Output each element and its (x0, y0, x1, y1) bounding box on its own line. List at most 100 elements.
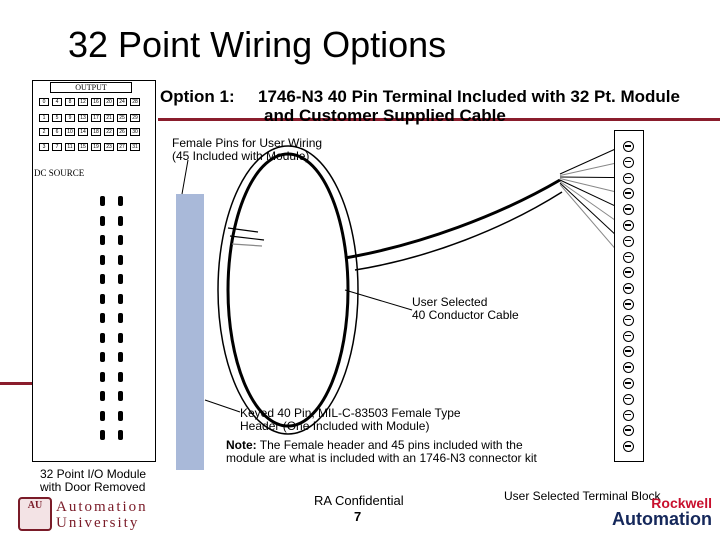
title-divider (158, 118, 720, 121)
fan-wire (559, 181, 623, 226)
cable-loop (226, 152, 350, 428)
cable-run-outer (354, 191, 563, 271)
terminal-screw-icon (623, 220, 634, 231)
terminal-screw-icon (623, 172, 634, 184)
terminal-screw-icon (623, 330, 634, 342)
terminal-screw-icon (623, 362, 634, 374)
led-indicator: 25 (117, 114, 127, 122)
led-indicator: 7 (52, 143, 62, 151)
terminal-screw-icon (623, 378, 634, 389)
keyed-line1: Keyed 40 Pin, MIL-C-83503 Female Type (240, 406, 461, 420)
led-indicator: 0 (39, 98, 49, 106)
option-title: 1746-N3 40 Pin Terminal Included with 32… (258, 87, 680, 106)
led-indicator: 19 (91, 143, 101, 151)
header-pin (100, 371, 105, 382)
female-pins-label: Female Pins for User Wiring (45 Included… (172, 137, 322, 163)
led-indicator: 28 (130, 98, 140, 106)
led-indicator: 26 (117, 128, 127, 136)
terminal-screw-icon (623, 141, 634, 152)
dc-source-label: DC SOURCE (34, 168, 85, 178)
fan-wire (559, 145, 623, 175)
header-pin (118, 410, 123, 421)
option-subtitle: and Customer Supplied Cable (264, 106, 506, 125)
led-indicator: 11 (65, 143, 75, 151)
header-pin (118, 196, 123, 206)
header-pin (118, 391, 123, 401)
led-indicator: 27 (117, 143, 127, 151)
screw-slot (625, 255, 631, 258)
screw-slot (625, 176, 631, 179)
screw-slot (625, 271, 631, 273)
rockwell-logo-line2: Automation (612, 509, 712, 529)
header-pin (118, 215, 123, 226)
header-pin (100, 215, 105, 226)
header-pin (100, 293, 105, 304)
confidential-label: RA Confidential (314, 493, 404, 508)
screw-slot (625, 224, 631, 226)
led-indicator: 5 (52, 114, 62, 122)
au-seal-text: AU (27, 500, 43, 511)
header-pin (100, 430, 105, 440)
university-seal-icon: AU (18, 497, 52, 531)
terminal-screw-icon (623, 156, 634, 168)
led-indicator: 21 (104, 114, 114, 122)
header-pin (118, 332, 123, 343)
note-bold: Note: (226, 438, 257, 452)
led-indicator: 8 (65, 98, 75, 106)
screw-slot (625, 429, 631, 431)
led-indicator: 3 (39, 143, 49, 151)
module-line1: 32 Point I/O Module (40, 467, 147, 481)
led-indicator: 15 (78, 143, 88, 151)
fan-wire (559, 182, 623, 242)
header-pin (118, 430, 123, 440)
header-pin (118, 254, 123, 265)
fan-wire (559, 161, 623, 176)
female-pins-line1: Female Pins for User Wiring (172, 136, 323, 150)
female-pins-leader (181, 159, 189, 195)
fan-wire (559, 179, 623, 210)
header-pin (118, 352, 123, 362)
page-number: 7 (354, 509, 362, 524)
page-title: 32 Point Wiring Options (68, 24, 447, 65)
module-line2: with Door Removed (40, 480, 146, 494)
header-pin (100, 332, 105, 343)
header-pin (118, 235, 123, 245)
keyed-leader (204, 399, 241, 413)
fan-wire (559, 178, 623, 194)
terminal-screw-icon (623, 251, 634, 263)
female-pins-line2: (45 Included with Module) (172, 149, 310, 163)
header-connector-strip (176, 194, 204, 470)
output-label: OUTPUT (50, 82, 132, 93)
university-logo-line2: University (56, 515, 140, 531)
led-indicator: 30 (130, 128, 140, 136)
led-indicator: 22 (104, 128, 114, 136)
led-indicator: 24 (117, 98, 127, 106)
terminal-screw-icon (623, 267, 634, 279)
fan-wire (559, 176, 623, 179)
terminal-screw-icon (623, 425, 634, 437)
led-indicator: 29 (130, 114, 140, 122)
terminal-screw-icon (623, 235, 634, 247)
led-indicator: 23 (104, 143, 114, 151)
terminal-screw-icon (623, 299, 634, 310)
screw-slot (625, 397, 631, 400)
header-pin (118, 293, 123, 304)
led-indicator: 18 (91, 128, 101, 136)
fan-wires (559, 145, 623, 257)
wire-end (231, 243, 263, 247)
terminal-screw-icon (623, 314, 634, 326)
led-indicator: 17 (91, 114, 101, 122)
led-indicator: 31 (130, 143, 140, 151)
terminal-block (614, 130, 644, 462)
header-pin (100, 196, 105, 206)
terminal-screw-icon (623, 346, 634, 358)
screw-slot (625, 160, 631, 163)
screw-slot (625, 350, 631, 352)
header-pin (100, 235, 105, 245)
led-indicator: 4 (52, 98, 62, 106)
note-line2: module are what is included with an 1746… (226, 451, 537, 465)
keyed-header-label: Keyed 40 Pin, MIL-C-83503 Female Type He… (240, 407, 461, 433)
keyed-line2: Header (One Included with Module) (240, 419, 430, 433)
header-pin (118, 274, 123, 284)
screw-slot (625, 303, 631, 305)
